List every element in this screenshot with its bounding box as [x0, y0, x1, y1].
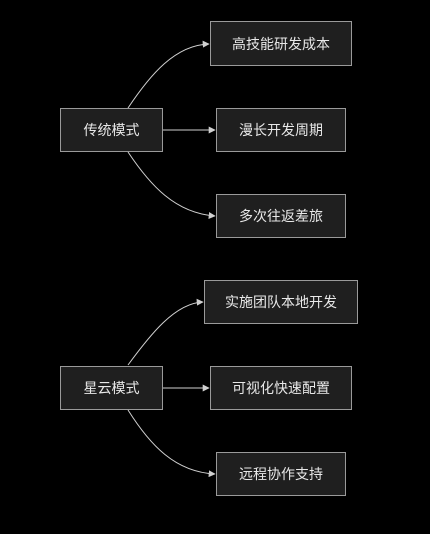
target-node-remote-support: 远程协作支持	[216, 452, 346, 496]
target-node-local-dev: 实施团队本地开发	[204, 280, 358, 324]
source-node-nebula: 星云模式	[60, 366, 163, 410]
target-node-travel: 多次往返差旅	[216, 194, 346, 238]
edge-traditional-to-target-3	[127, 151, 216, 220]
edge-nebula-to-target-1	[127, 298, 204, 366]
target-node-visual-config: 可视化快速配置	[210, 366, 352, 410]
target-node-high-cost: 高技能研发成本	[210, 21, 352, 66]
edge-nebula-to-target-3	[127, 409, 216, 478]
source-node-traditional: 传统模式	[60, 108, 163, 152]
edge-traditional-to-target-1	[127, 40, 210, 109]
target-node-long-cycle: 漫长开发周期	[216, 108, 346, 152]
